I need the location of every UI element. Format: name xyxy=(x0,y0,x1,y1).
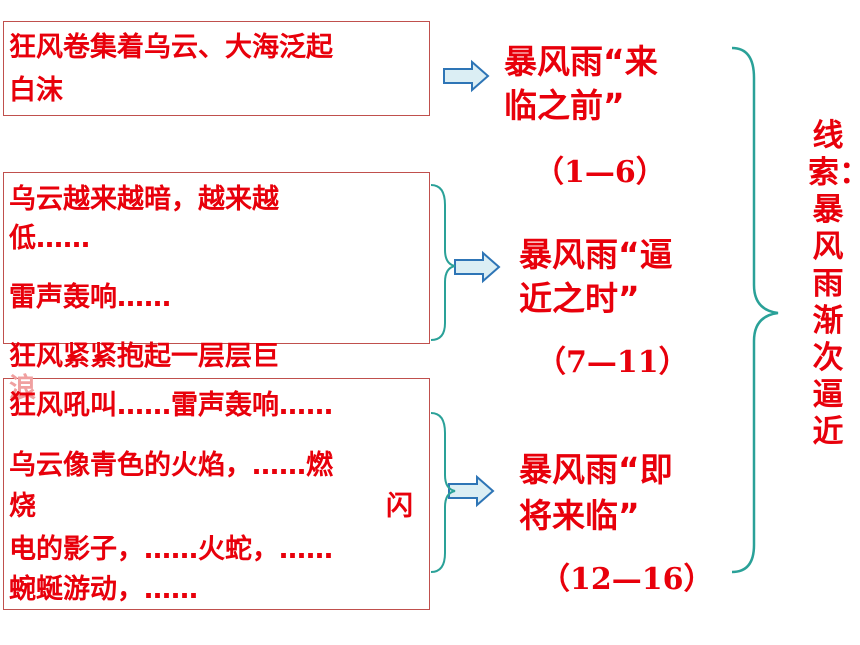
box2-line2: 低…… xyxy=(9,223,90,254)
arrow-right-icon xyxy=(454,250,501,284)
box3-line3a: 烧 xyxy=(9,491,36,522)
box2-line1: 乌云越来越暗，越来越 xyxy=(9,184,279,215)
box3-line3b: 闪 xyxy=(386,491,413,522)
box3-line2: 乌云像青色的火焰，……燃 xyxy=(9,450,333,481)
stage-1-line2: 临之前” xyxy=(504,86,625,125)
stage-3-line1: 暴风雨“即 xyxy=(519,450,673,489)
brace-small-icon xyxy=(430,412,456,573)
stage-1-range: （1—6） xyxy=(534,155,666,190)
arrow-right-icon xyxy=(443,59,490,93)
stage-3-range: （12—16） xyxy=(540,562,714,597)
stage-2-range: （7—11） xyxy=(536,345,689,380)
overflow-line2: 浪 xyxy=(9,373,36,404)
brace-large-icon xyxy=(731,46,779,574)
evidence-box-2 xyxy=(3,172,430,344)
stage-1-line1: 暴风雨“来 xyxy=(504,42,658,81)
evidence-box-3 xyxy=(3,378,430,610)
stage-2-line1: 暴风雨“逼 xyxy=(519,235,673,274)
stage-3-line2: 将来临” xyxy=(519,496,640,535)
box3-line5: 蜿蜒游动，…… xyxy=(9,574,198,605)
box2-line3: 雷声轰响…… xyxy=(9,282,171,313)
arrow-right-icon xyxy=(448,474,495,508)
box3-line1: 狂风吼叫……雷声轰响…… xyxy=(9,390,333,421)
overflow-line1: 狂风紧紧抱起一层层巨 xyxy=(9,341,279,372)
box3-line4: 电的影子，……火蛇，…… xyxy=(9,534,333,565)
brace-small-icon xyxy=(430,184,456,341)
box1-line2: 白沫 xyxy=(9,75,63,106)
stage-2-line2: 近之时” xyxy=(519,279,640,318)
evidence-box-1 xyxy=(3,21,430,116)
box1-line1: 狂风卷集着乌云、大海泛起 xyxy=(9,32,333,63)
